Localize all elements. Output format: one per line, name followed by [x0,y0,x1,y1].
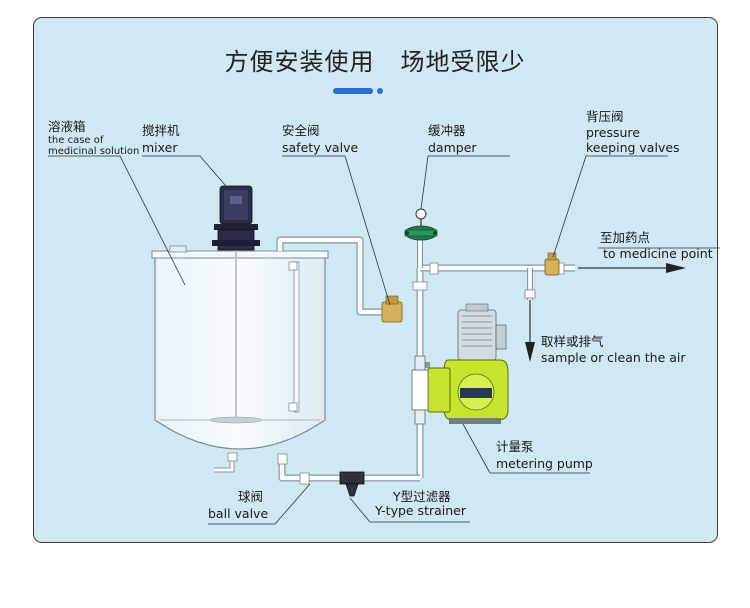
strainer-label-cn: Y型过滤器 [393,489,451,504]
ball-valve-label-en: ball valve [208,506,269,521]
strainer-label-en: Y-type strainer [375,503,466,518]
title-part-2: 场地受限少 [400,48,526,76]
title-underline-dot [377,88,383,94]
metering-pump [411,303,509,425]
tank-label-en-1: the case of [48,135,104,146]
tank-label-en-2: medicinal solution [48,146,140,157]
pressure-valve-label-en-1: pressure [586,125,640,140]
mixer-label-en: mixer [142,140,178,155]
dose-point-label-en: to medicine point [603,246,713,261]
damper-label-cn: 缓冲器 [428,123,466,138]
damper [404,208,438,241]
dose-point-label-cn: 至加药点 [600,230,651,245]
tank-label-cn: 溶液箱 [48,119,86,134]
safety-valve-label-en: safety valve [282,140,359,155]
mixer-motor [212,185,260,251]
pump-label-en: metering pump [496,456,593,471]
pressure-valve-label-cn: 背压阀 [586,109,624,124]
sample-label-en: sample or clean the air [541,350,686,365]
page-title: 方便安装使用场地受限少 [0,42,750,77]
pipe-fittings [227,262,565,485]
damper-label-en: damper [428,140,477,155]
pressure-keeping-valve [544,252,560,276]
safety-valve-label-cn: 安全阀 [282,123,320,138]
safety-valve [381,295,403,323]
mixer-label-cn: 搅拌机 [142,123,180,138]
pressure-valve-label-en-2: keeping valves [586,140,680,155]
title-underline-bar [333,88,373,94]
flow-arrows [525,263,686,362]
solution-tank [151,245,329,473]
y-type-strainer [339,471,365,497]
pump-label-cn: 计量泵 [496,439,534,454]
diagram-panel [33,17,718,543]
leader-lines [48,155,720,525]
title-part-1: 方便安装使用 [224,48,375,76]
sample-label-cn: 取样或排气 [541,334,604,349]
ball-valve-label-cn: 球阀 [238,489,264,504]
